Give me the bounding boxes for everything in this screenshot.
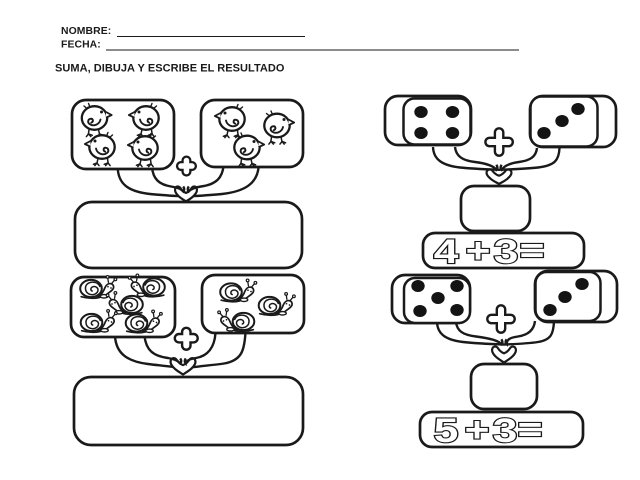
svg-text:FECHA:: FECHA: [61,40,101,51]
svg-text:=: = [518,411,543,449]
svg-text:SUMA, DIBUJA Y ESCRIBE EL RESU: SUMA, DIBUJA Y ESCRIBE EL RESULTADO [55,63,285,75]
svg-text:+: + [466,232,491,270]
svg-text:NOMBRE:: NOMBRE: [61,26,111,37]
svg-text:3: 3 [493,412,518,450]
svg-text:3: 3 [494,233,519,271]
svg-text:+: + [465,411,490,449]
svg-text:5: 5 [434,412,459,450]
svg-text:=: = [520,232,545,270]
svg-text:4: 4 [434,233,459,271]
